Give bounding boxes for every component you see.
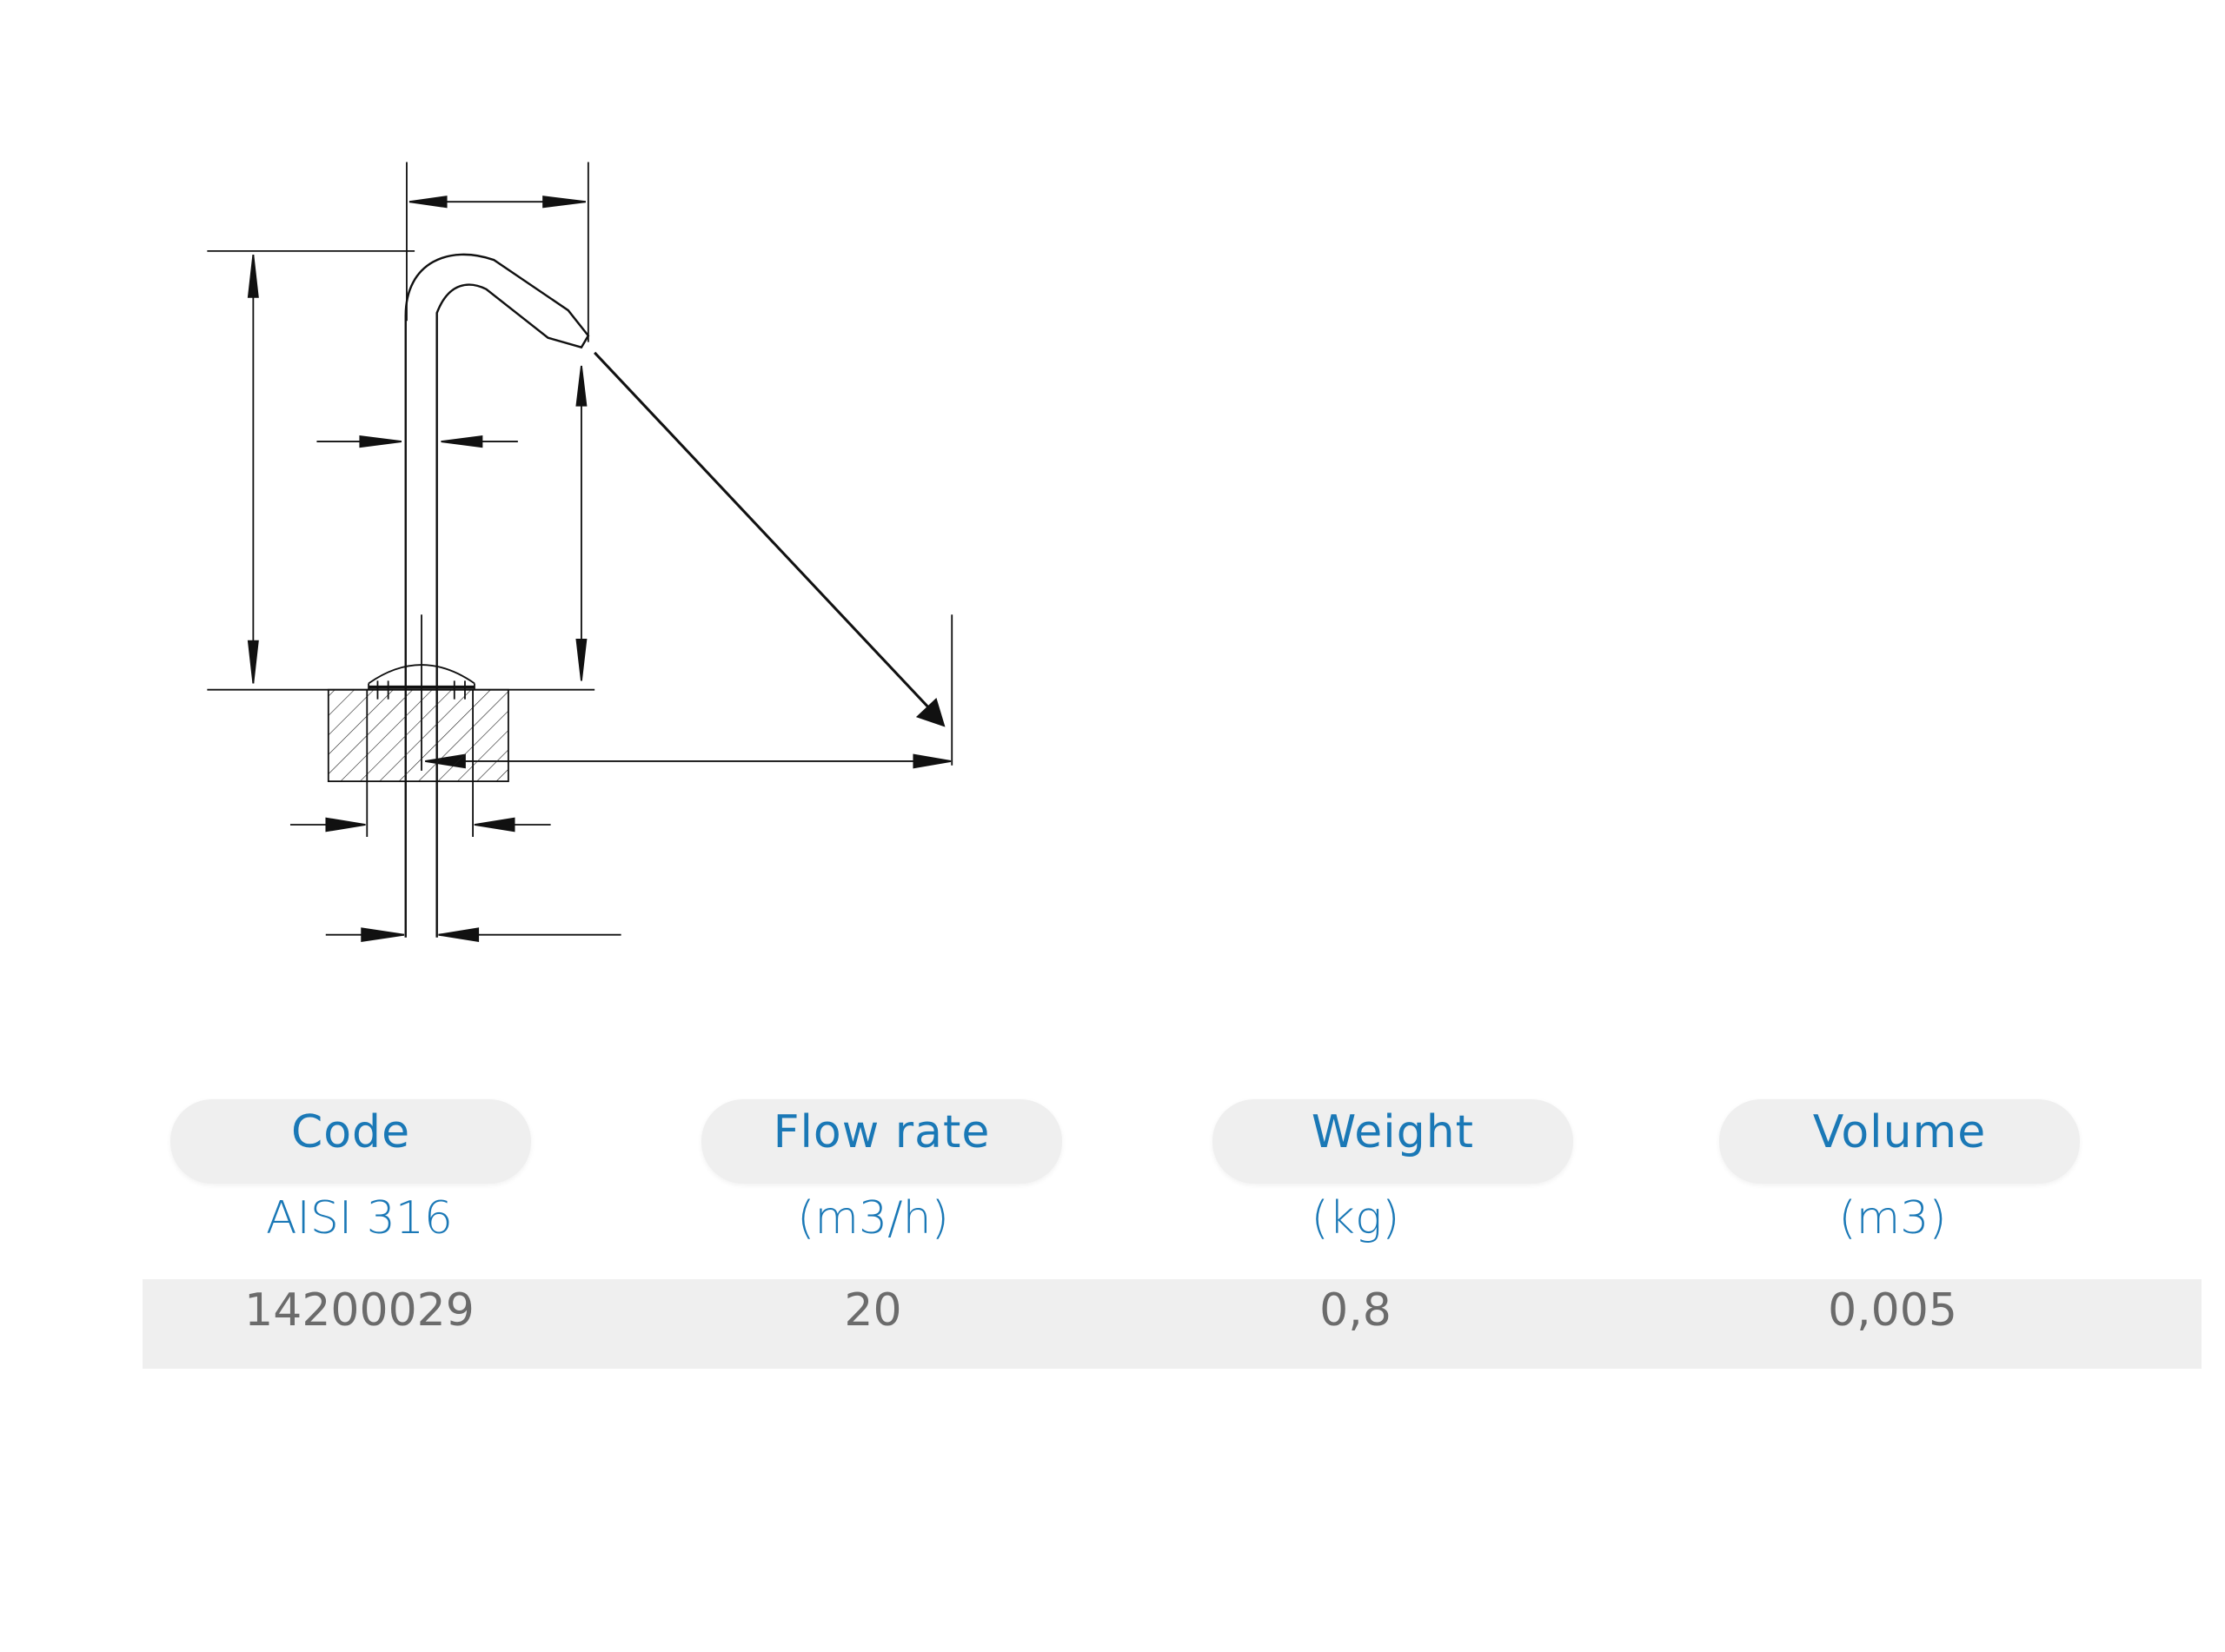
header-label: Volume (1812, 1106, 1987, 1158)
top-width-dimension (406, 162, 589, 342)
total-height-dimension (207, 249, 415, 684)
header-flow-rate: Flow rate (701, 1099, 1062, 1184)
unit-weight: (kg) (1311, 1192, 1400, 1244)
unit-code: AISI 316 (265, 1192, 454, 1244)
hook-nozzle-technical-drawing (207, 162, 953, 943)
header-label: Code (290, 1106, 411, 1158)
header-label: Flow rate (773, 1106, 991, 1158)
header-volume: Volume (1719, 1099, 2080, 1184)
header-weight: Weight (1212, 1099, 1573, 1184)
hook-pipe (404, 253, 590, 938)
mounting-block (327, 664, 509, 782)
weld-width-dimension (289, 689, 551, 838)
unit-flow-rate: (m3/h) (797, 1192, 949, 1244)
cell-code: 14200029 (244, 1284, 475, 1337)
unit-volume: (m3) (1838, 1192, 1947, 1244)
cell-flow-rate: 20 (844, 1284, 902, 1337)
nozzle-height-dimension (575, 365, 588, 681)
pipe-diameter-dimension (325, 927, 621, 943)
spray-direction-arrow (594, 351, 946, 727)
table-row (143, 1279, 2202, 1369)
wall-thickness-dimension (316, 435, 518, 448)
header-code: Code (170, 1099, 531, 1184)
header-label: Weight (1311, 1106, 1475, 1158)
cell-weight: 0,8 (1319, 1284, 1391, 1337)
cell-volume: 0,005 (1828, 1284, 1957, 1337)
